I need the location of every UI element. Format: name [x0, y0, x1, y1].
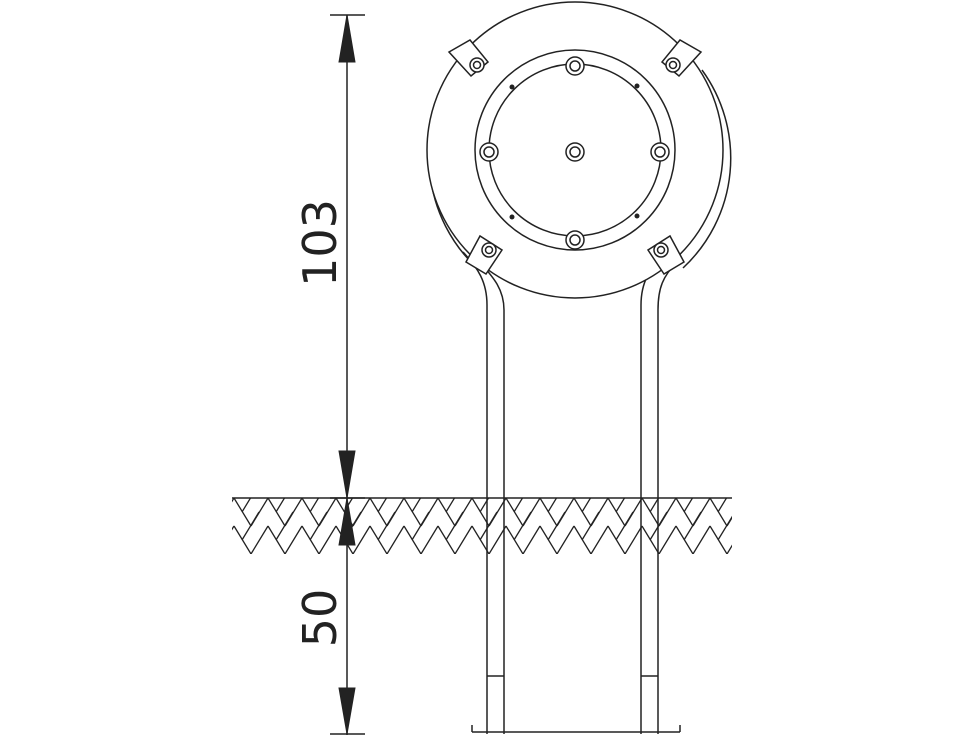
plate-bolts	[479, 56, 670, 250]
soil-hatch	[232, 498, 732, 554]
arrowhead-icon	[338, 450, 356, 499]
depth-below-ground-label: 50	[293, 589, 347, 648]
bollard-head	[426, 1, 732, 299]
arrowhead-icon	[338, 687, 356, 735]
clamp-bottom-right	[646, 234, 685, 276]
bollard-legs	[462, 251, 678, 734]
left-leg	[462, 251, 505, 734]
bolt-icon	[668, 60, 678, 70]
clamp-top-left	[447, 39, 490, 78]
rivets	[509, 83, 640, 220]
clamp-bottom-left	[465, 234, 504, 276]
right-leg	[640, 251, 678, 734]
dimension-annotation	[330, 14, 365, 735]
height-above-ground-label: 103	[293, 199, 347, 287]
base-plate	[471, 725, 681, 733]
arrowhead-icon	[338, 14, 356, 63]
bolt-icon	[472, 60, 482, 70]
bolt-icon	[484, 245, 494, 255]
bolt-icon	[656, 245, 666, 255]
clamp-top-right	[660, 39, 703, 78]
inner-ring	[474, 49, 676, 251]
right-hoop-arm	[682, 69, 732, 269]
arrowhead-icon	[338, 497, 356, 546]
